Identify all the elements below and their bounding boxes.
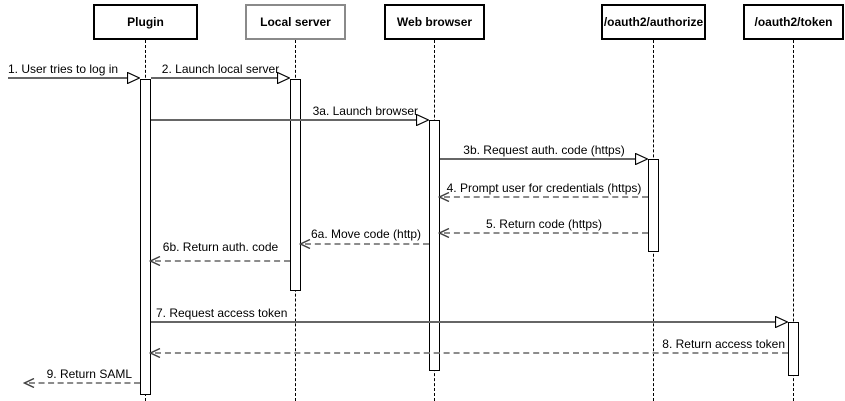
message-6a-arrowhead-icon — [299, 239, 311, 249]
message-3b-label: 3b. Request auth. code (https) — [463, 143, 625, 157]
activation-bar-oauth2-authorize — [648, 159, 659, 252]
activation-bar-plugin — [140, 79, 151, 395]
participant-label-oauth2-token: /oauth2/token — [754, 15, 833, 29]
message-3a-arrowhead-icon — [416, 114, 429, 126]
participant-label-oauth2-authorize: /oauth2/authorize — [603, 15, 704, 29]
message-6b-label: 6b. Return auth. code — [162, 240, 279, 254]
message-5-line — [444, 232, 648, 234]
participant-local-server: Local server — [245, 4, 346, 40]
message-3b-arrowhead-icon — [635, 153, 648, 165]
participant-label-web-browser: Web browser — [396, 15, 473, 29]
message-6a-label: 6a. Move code (http) — [310, 227, 422, 241]
message-9-arrowhead-icon — [23, 378, 35, 388]
participant-label-local-server: Local server — [260, 15, 331, 29]
activation-bar-web-browser — [429, 120, 440, 371]
participant-plugin: Plugin — [93, 4, 198, 40]
message-3b-line — [440, 158, 635, 160]
message-3a-line — [151, 119, 416, 121]
message-7-label: 7. Request access token — [156, 306, 288, 320]
message-6b-line — [155, 260, 290, 262]
message-7-arrowhead-icon — [775, 316, 788, 328]
participant-label-plugin: Plugin — [127, 15, 164, 29]
message-4-line — [444, 196, 648, 198]
message-5-label: 5. Return code (https) — [485, 217, 603, 231]
message-9-label: 9. Return SAML — [46, 367, 132, 381]
message-1-line — [8, 77, 128, 79]
message-7-line — [151, 321, 775, 323]
message-6b-arrowhead-icon — [149, 256, 161, 266]
message-8-label: 8. Return access token — [662, 337, 785, 351]
activation-bar-oauth2-token — [788, 322, 799, 376]
message-6a-line — [305, 243, 429, 245]
lifeline-oauth2-token — [793, 40, 794, 401]
message-5-arrowhead-icon — [438, 228, 450, 238]
message-2-label: 2. Launch local server — [161, 62, 280, 76]
participant-web-browser: Web browser — [384, 4, 485, 40]
message-1-label: 1. User tries to log in — [8, 62, 119, 76]
message-2-arrowhead-icon — [277, 72, 290, 84]
participant-oauth2-authorize: /oauth2/authorize — [601, 4, 706, 40]
message-1-arrowhead-icon — [127, 72, 140, 84]
message-8-line — [155, 352, 788, 354]
activation-bar-local-server — [290, 79, 301, 291]
message-3a-label: 3a. Launch browser — [312, 104, 418, 118]
message-4-label: 4. Prompt user for credentials (https) — [446, 181, 642, 195]
message-9-line — [29, 382, 140, 384]
message-2-line — [151, 77, 278, 79]
message-8-arrowhead-icon — [149, 348, 161, 358]
participant-oauth2-token: /oauth2/token — [743, 4, 844, 40]
message-4-arrowhead-icon — [438, 192, 450, 202]
